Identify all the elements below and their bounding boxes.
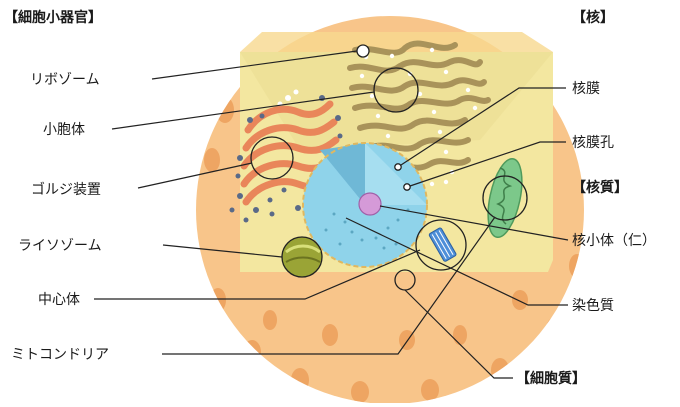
label-centrosome: 中心体 xyxy=(38,292,80,308)
label-chromatin: 染色質 xyxy=(572,297,614,314)
cutaway-top-edge xyxy=(240,32,553,52)
label-nuclear-membrane: 核膜 xyxy=(572,81,600,97)
header-nucleoplasm: 【核質】 xyxy=(572,179,628,196)
label-nucleolus: 核小体（仁） xyxy=(572,233,656,249)
nuclear-membrane-callout-dot xyxy=(395,164,401,170)
header-nucleus: 【核】 xyxy=(572,9,614,26)
label-mitochondria: ミトコンドリア xyxy=(11,347,109,363)
label-lysosome: ライソゾーム xyxy=(18,238,102,254)
nucleolus xyxy=(359,193,381,215)
header-cytoplasm: 【細胞質】 xyxy=(516,370,586,387)
label-small-body: 小胞体 xyxy=(43,122,85,138)
label-nuclear-pore: 核膜孔 xyxy=(572,135,614,151)
ribosome-callout-ring xyxy=(357,45,369,57)
label-golgi: ゴルジ装置 xyxy=(31,181,101,198)
label-ribosome: リボゾーム xyxy=(30,72,100,88)
header-organelles: 【細胞小器官】 xyxy=(4,9,102,26)
lysosome-organelle xyxy=(282,237,322,277)
nuclear-pore-callout-dot xyxy=(404,184,410,190)
